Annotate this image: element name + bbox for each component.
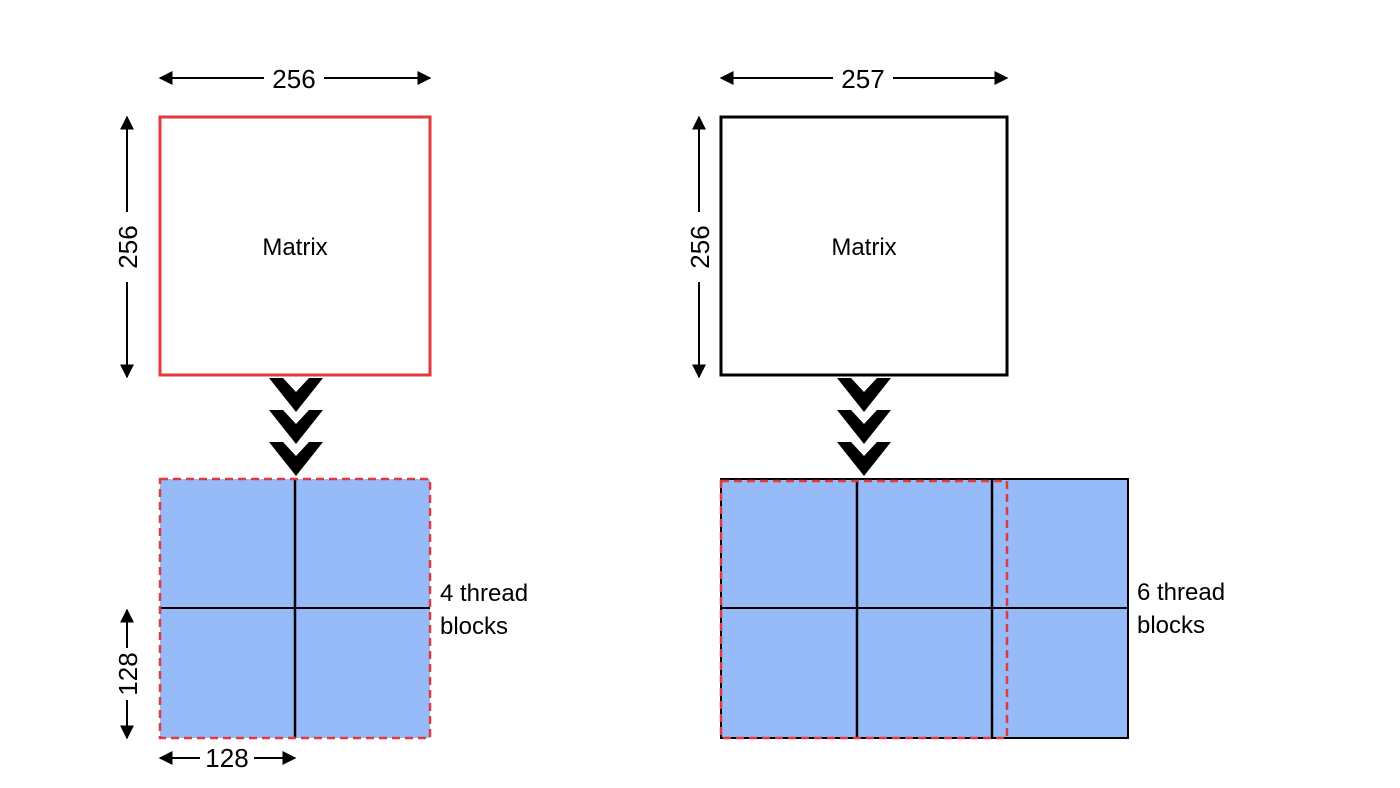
- right-caption-line1: 6 thread: [1137, 579, 1225, 606]
- thread-block: [857, 608, 992, 738]
- triple-chevron-down-icon: [269, 378, 323, 476]
- left-panel: 256 256 Matrix: [113, 64, 528, 773]
- left-matrix-label: Matrix: [262, 234, 327, 261]
- triple-chevron-down-icon: [837, 378, 891, 476]
- left-height-dimension: 256: [113, 115, 143, 379]
- thread-block: [721, 608, 857, 738]
- right-width-dimension: 257: [719, 64, 1009, 94]
- right-caption-line2: blocks: [1137, 612, 1205, 639]
- left-block-width-dimension: 128: [158, 743, 297, 773]
- thread-block: [992, 479, 1128, 608]
- left-width-label: 256: [272, 64, 315, 94]
- right-matrix-box: [719, 115, 1009, 377]
- left-width-dimension: 256: [158, 64, 432, 94]
- right-matrix-outline-dashed: [719, 479, 1009, 740]
- thread-block: [857, 479, 992, 608]
- right-height-label: 256: [685, 225, 715, 268]
- left-thread-block-grid: [158, 477, 432, 740]
- left-height-label: 256: [113, 225, 143, 268]
- left-caption-line1: 4 thread: [440, 580, 528, 607]
- left-block-height-label: 128: [113, 652, 143, 695]
- thread-block: [992, 608, 1128, 738]
- left-matrix-outline-dashed: [158, 477, 432, 740]
- thread-block: [160, 479, 295, 608]
- right-width-label: 257: [841, 64, 884, 94]
- thread-block: [721, 479, 857, 608]
- thread-block: [295, 479, 430, 608]
- thread-block: [160, 608, 295, 738]
- left-block-height-dimension: 128: [113, 608, 143, 740]
- left-block-width-label: 128: [205, 743, 248, 773]
- left-matrix-box: [158, 115, 432, 377]
- right-matrix-label: Matrix: [831, 234, 896, 261]
- thread-block: [295, 608, 430, 738]
- left-caption-line2: blocks: [440, 613, 508, 640]
- right-height-dimension: 256: [685, 115, 715, 379]
- right-panel: 257 256 Matrix: [685, 64, 1225, 740]
- right-thread-block-grid: [719, 478, 1129, 740]
